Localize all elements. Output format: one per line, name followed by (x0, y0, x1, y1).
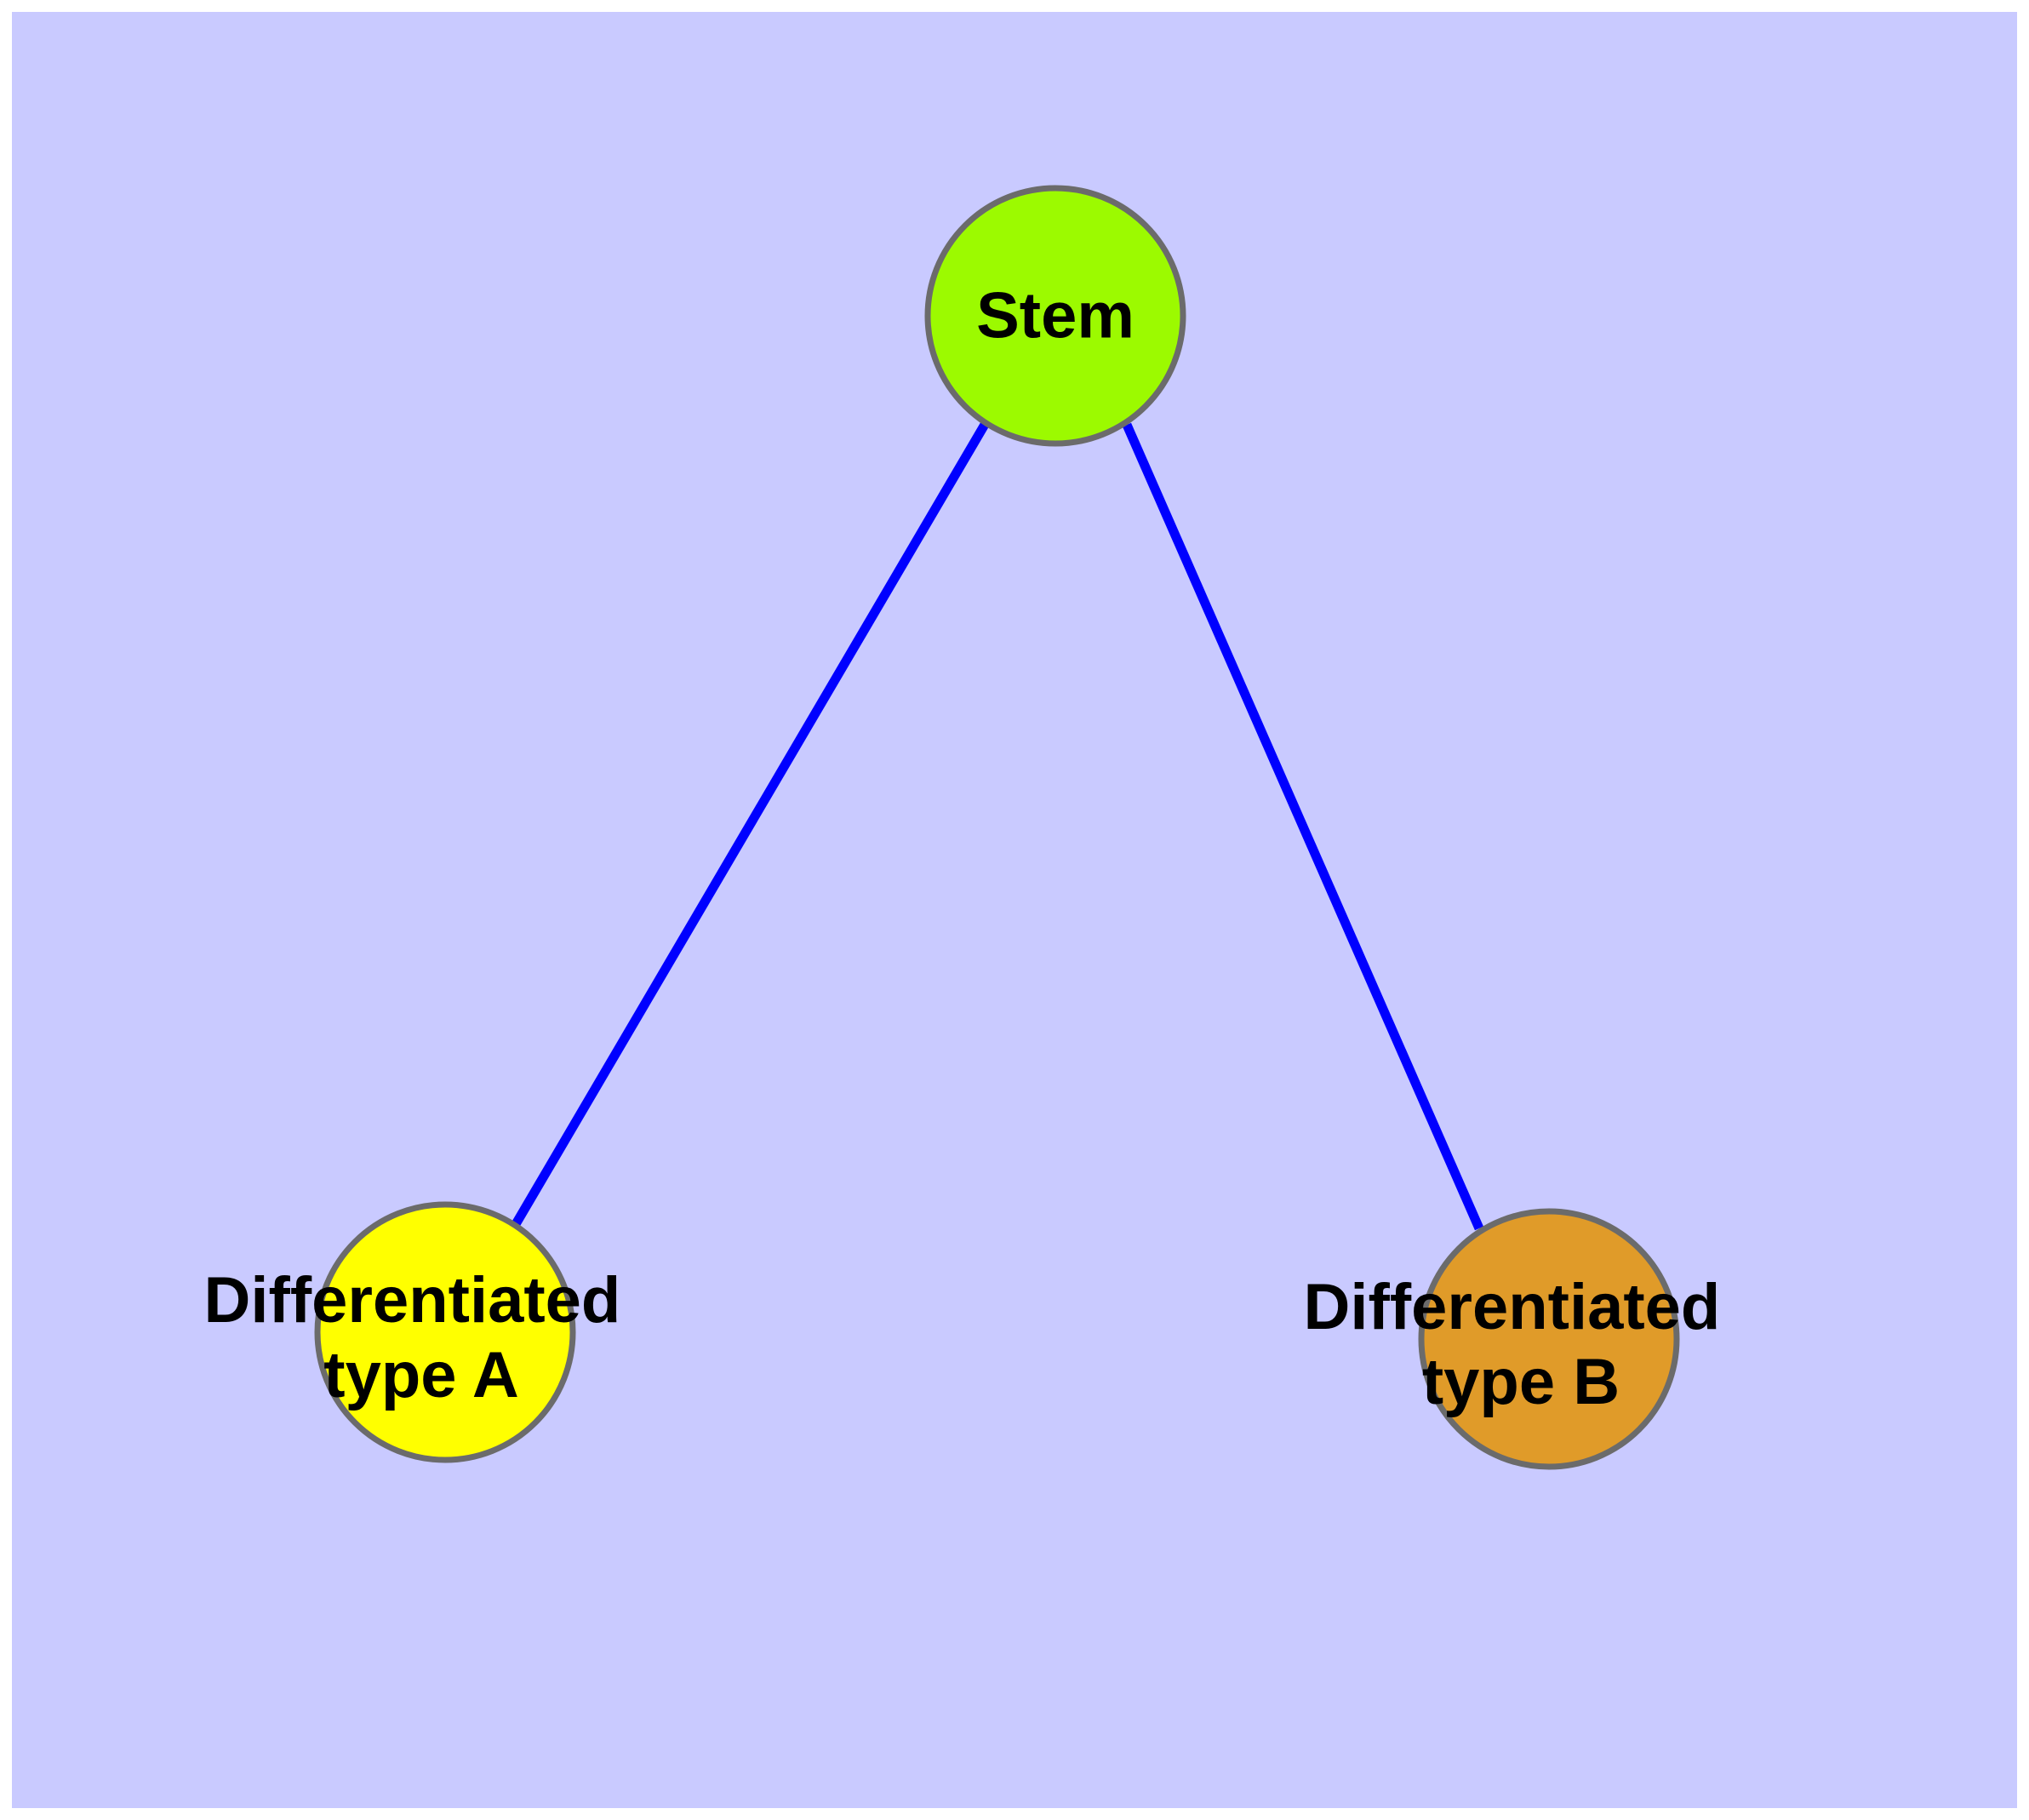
node-stem[interactable]: Stem (924, 185, 1186, 447)
edge-stem-to-differentiated-type-a[interactable] (512, 421, 990, 1227)
edge-stem-to-differentiated-type-b[interactable] (1122, 422, 1484, 1231)
node-stem-label: Stem (976, 280, 1135, 352)
node-differentiated-type-b-circle[interactable] (1418, 1208, 1680, 1470)
node-differentiated-type-b[interactable]: Differentiated type B (1304, 1208, 1739, 1470)
node-stem-circle[interactable] (924, 185, 1186, 447)
node-differentiated-type-a-label: Differentiated type A (204, 1264, 639, 1411)
node-layer: Stem Differentiated type A Differentiate… (204, 185, 1739, 1470)
node-differentiated-type-a-label-line1: Differentiated (204, 1264, 621, 1336)
node-differentiated-type-b-label: Differentiated type B (1304, 1271, 1739, 1418)
node-differentiated-type-a-label-line2: type A (323, 1339, 518, 1411)
node-differentiated-type-a-circle[interactable] (314, 1201, 576, 1463)
node-differentiated-type-b-label-line2: type B (1422, 1346, 1620, 1418)
node-differentiated-type-b-label-line1: Differentiated (1304, 1271, 1721, 1343)
edge-layer (512, 421, 1484, 1231)
node-differentiated-type-a[interactable]: Differentiated type A (204, 1201, 639, 1463)
